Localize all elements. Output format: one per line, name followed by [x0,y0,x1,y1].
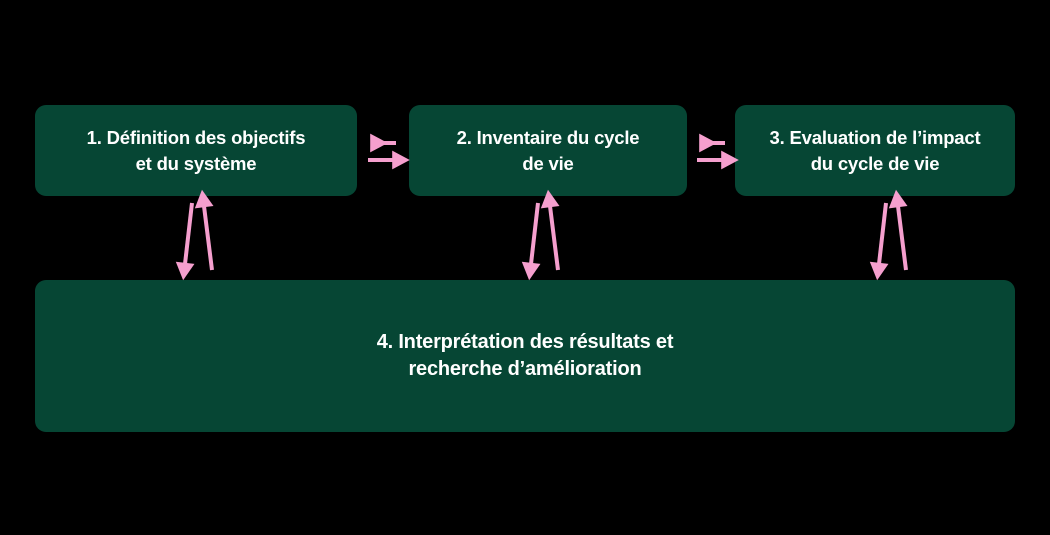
connector-group-1-2 [368,133,410,170]
arrow-1-to-4-icon [175,202,195,281]
arrow-4-to-3-icon [888,189,908,271]
process-node-1[interactable]: 1. Définition des objectifs et du systèm… [35,105,357,196]
connector-group-2-4 [521,189,560,281]
process-node-3[interactable]: 3. Evaluation de l’impact du cycle de vi… [735,105,1015,196]
process-node-4[interactable]: 4. Interprétation des résultats et reche… [35,280,1015,432]
arrow-2-to-4-icon [521,202,541,281]
process-node-1-label: 1. Définition des objectifs et du systèm… [86,126,306,174]
process-node-4-label: 4. Interprétation des résultats et reche… [376,331,674,380]
arrow-3-to-4-icon [869,202,889,281]
arrow-4-to-1-icon [194,189,214,271]
process-node-3-label: 3. Evaluation de l’impact du cycle de vi… [769,126,981,174]
arrow-4-to-2-icon [540,189,560,271]
connector-group-2-3 [697,133,739,170]
process-node-2-label: 2. Inventaire du cycle de vie [456,126,640,174]
connector-group-3-4 [869,189,908,281]
process-node-2[interactable]: 2. Inventaire du cycle de vie [409,105,687,196]
connector-group-1-4 [175,189,214,281]
